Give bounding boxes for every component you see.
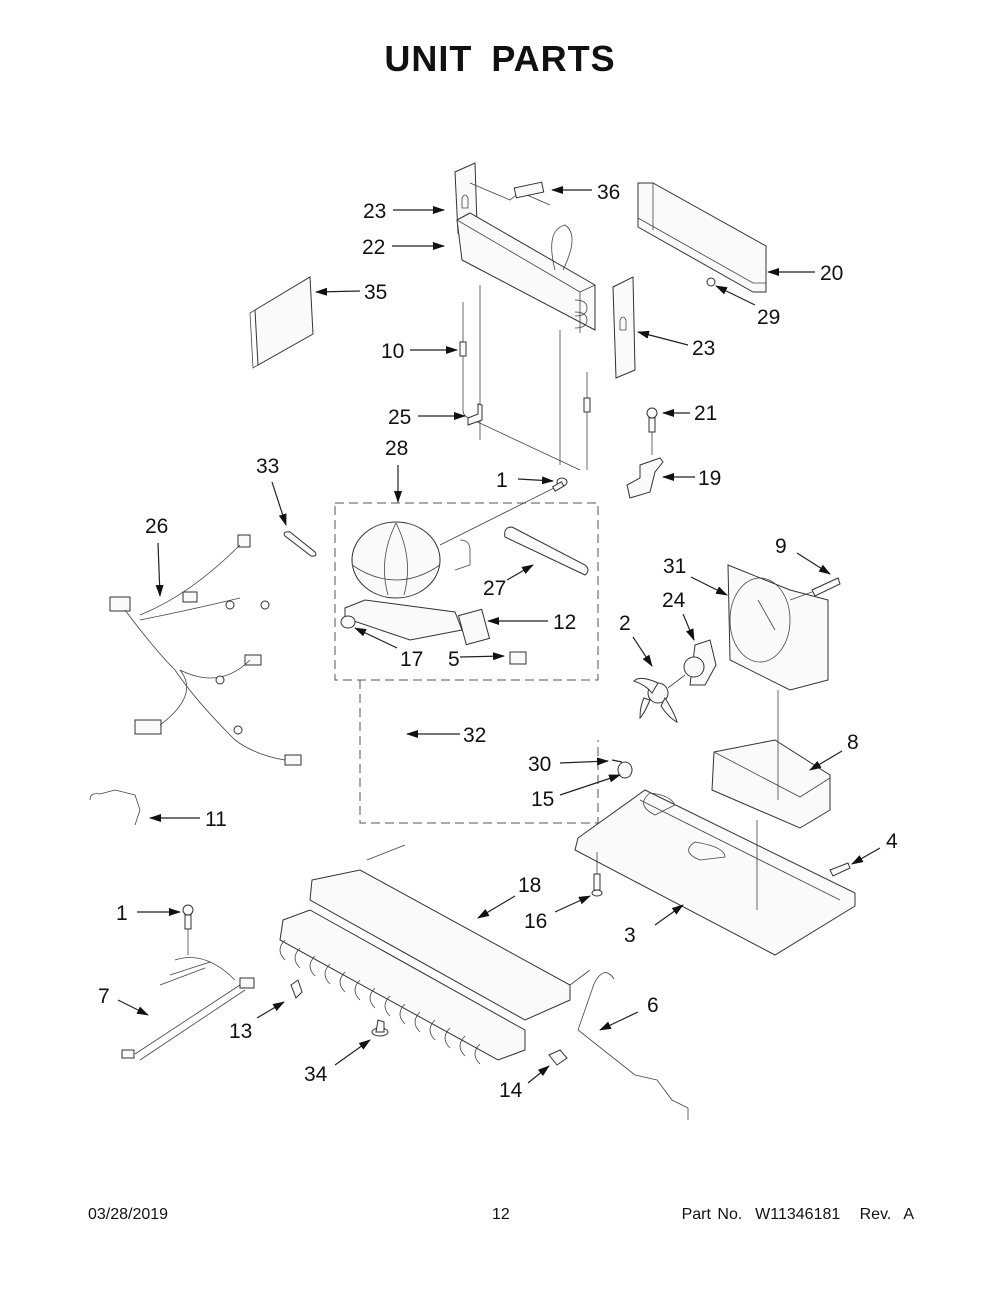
- callout-9: 9: [775, 535, 787, 558]
- part-13-clip: [290, 979, 303, 999]
- callout-24: 24: [662, 589, 686, 612]
- callout-25: 25: [388, 406, 411, 429]
- part-27-drier: [504, 526, 589, 576]
- compressor-assembly-box: [334, 502, 599, 681]
- callout-21: 21: [694, 402, 717, 425]
- part-6-tube: [577, 972, 689, 1120]
- part-25-clip: [467, 403, 483, 426]
- part-30-pin: [611, 759, 623, 763]
- part-8-fan-bracket: [711, 690, 831, 829]
- callout-30: 30: [528, 753, 551, 776]
- part-19-clip: [626, 457, 664, 499]
- part-12-start-relay: [457, 608, 491, 646]
- part-3-base-plate: [574, 789, 856, 956]
- part-17-grommet: [340, 615, 356, 629]
- callout-33: 33: [256, 455, 279, 478]
- callout-28: 28: [385, 437, 408, 460]
- callout-12: 12: [553, 611, 576, 634]
- part-34-fastener: [371, 1019, 389, 1037]
- callout-20: 20: [820, 262, 843, 285]
- part-2-fan-blade: [633, 674, 686, 723]
- callout-31: 31: [663, 555, 686, 578]
- part-18-condenser: [279, 844, 591, 1065]
- callout-1-bottom: 1: [116, 902, 128, 925]
- part-16-screw: [591, 852, 603, 897]
- callout-27: 27: [483, 577, 506, 600]
- footer-date: 03/28/2019: [88, 1206, 169, 1223]
- part-9-screw: [789, 577, 841, 601]
- footer-part-number: Part No. W11346181 Rev. A: [681, 1206, 914, 1223]
- dashed-leader: [359, 680, 599, 824]
- part-28-compressor: [344, 484, 561, 641]
- callout-35: 35: [364, 281, 387, 304]
- callout-4: 4: [886, 830, 898, 853]
- part-36-foam-pad: [513, 181, 545, 199]
- part-5-overload: [509, 651, 527, 665]
- part-26-wire-harness: [109, 534, 302, 766]
- callout-5: 5: [448, 648, 460, 671]
- callout-1-top: 1: [496, 469, 508, 492]
- part-7-wire-harness: [121, 957, 255, 1061]
- callout-13: 13: [229, 1020, 252, 1043]
- callout-19: 19: [698, 467, 721, 490]
- part-24-fan-motor: [683, 639, 717, 686]
- page-title: UNIT PARTS: [384, 38, 616, 79]
- callout-10: 10: [381, 340, 404, 363]
- callout-17: 17: [400, 648, 423, 671]
- part-31-fan-shroud: [727, 564, 829, 691]
- part-23-right-bracket: [612, 276, 636, 379]
- part-15-grommet: [617, 761, 633, 779]
- callout-leaders: [117, 186, 881, 1084]
- part-21-screw: [646, 407, 658, 455]
- callout-2: 2: [619, 612, 631, 635]
- callout-29: 29: [757, 306, 780, 329]
- part-20-duct-cover: [637, 182, 767, 293]
- callout-22: 22: [362, 236, 385, 259]
- callout-23-left: 23: [363, 200, 386, 223]
- callout-15: 15: [531, 788, 554, 811]
- callout-8: 8: [847, 731, 859, 754]
- callout-32: 32: [463, 724, 486, 747]
- part-1-screw-top: [551, 477, 568, 492]
- callout-11: 11: [205, 808, 227, 831]
- callout-14: 14: [499, 1079, 523, 1102]
- part-10-heater-lead: [459, 302, 591, 471]
- part-22-evaporator: [456, 182, 596, 465]
- part-14-grommet: [548, 1049, 568, 1066]
- callout-23-right: 23: [692, 337, 715, 360]
- callout-6: 6: [647, 994, 659, 1017]
- callout-16: 16: [524, 910, 547, 933]
- footer-page-number: 12: [492, 1206, 510, 1223]
- part-33-strap: [283, 531, 317, 557]
- part-35-cover-panel: [249, 276, 314, 369]
- part-29-nut: [706, 277, 716, 287]
- part-1-screw-bottom: [182, 904, 194, 955]
- callout-34: 34: [304, 1063, 328, 1086]
- callout-7: 7: [98, 985, 110, 1008]
- part-11-wire: [89, 789, 141, 826]
- callout-26: 26: [145, 515, 168, 538]
- callout-36: 36: [597, 181, 620, 204]
- callout-3: 3: [624, 924, 636, 947]
- callout-18: 18: [518, 874, 541, 897]
- part-4-screw: [829, 862, 851, 877]
